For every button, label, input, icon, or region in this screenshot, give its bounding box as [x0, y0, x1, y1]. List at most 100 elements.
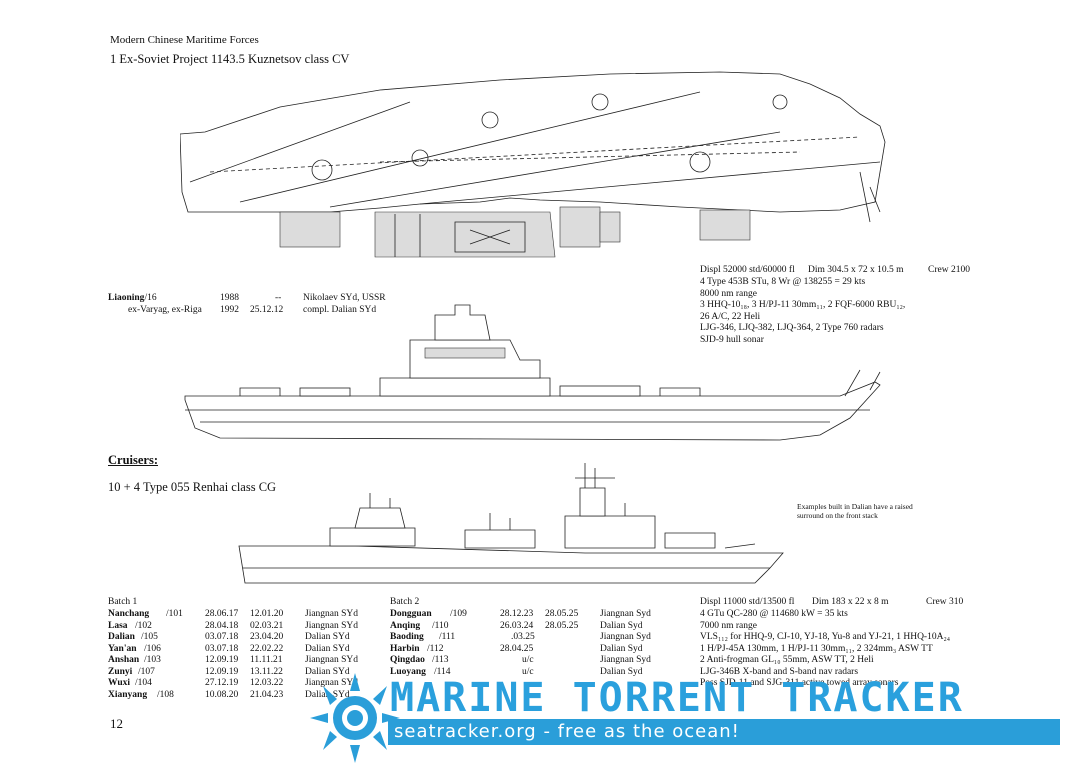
ship-pennant: /105 — [141, 632, 158, 642]
ship-pennant: /107 — [138, 666, 155, 677]
spec-line: 2 Anti-frogman GL₁₀ 55mm, ASW TT, 2 Heli — [700, 655, 874, 665]
ship-name: Zunyi — [108, 666, 133, 677]
ship-pennant: /103 — [144, 655, 161, 665]
cruisers-section-title: Cruisers: — [108, 453, 158, 467]
ship-name: Anshan — [108, 655, 140, 665]
laid-down-date: 12.09.19 — [205, 666, 239, 677]
ship-pennant: /106 — [144, 643, 161, 654]
laid-down-date: 03.07.18 — [205, 632, 239, 642]
shipyard: Jiangnan SYd — [305, 655, 359, 665]
ship-name: Nanchang — [108, 609, 150, 619]
shipyard: Jiangnan SYd — [305, 620, 359, 631]
commission-date: 11.11.21 — [250, 655, 283, 665]
ship-pennant: /108 — [157, 689, 174, 700]
carrier-class-heading: 1 Ex-Soviet Project 1143.5 Kuznetsov cla… — [110, 52, 350, 66]
carrier-year2: 1992 — [220, 305, 239, 315]
commission-date: 28.05.25 — [545, 620, 579, 631]
ship-pennant: /102 — [135, 620, 152, 631]
watermark-banner: seatracker.org - free as the ocean! — [388, 719, 1060, 745]
cruiser-specs: 4 GTu QC-280 @ 114680 kW = 35 kts 7000 n… — [700, 609, 950, 690]
commission-date: 12.01.20 — [250, 609, 284, 619]
page-number: 12 — [110, 716, 123, 731]
shipyard: Jiangnan Syd — [600, 655, 651, 665]
ship-name: Baoding — [390, 632, 424, 642]
carrier-displacement: Displ 52000 std/60000 fl — [700, 265, 795, 275]
commission-date: 22.02.22 — [250, 643, 284, 654]
shipyard: Jiangnan SYd — [305, 609, 359, 619]
cruiser-displacement: Displ 11000 std/13500 fl — [700, 597, 795, 607]
spec-line: LJG-346B X-band and S-band nav radars — [700, 666, 859, 677]
shipyard: Dalian Syd — [600, 620, 643, 631]
ship-name: Qingdao — [390, 655, 425, 665]
carrier-laid-down: 1988 — [220, 293, 239, 303]
shipyard: Jiangnan Syd — [600, 609, 651, 619]
ship-name: Luoyang — [390, 666, 426, 677]
shipyard: Dalian SYd — [305, 666, 350, 677]
carrier-name: Liaoning — [108, 293, 145, 303]
spec-line: 8000 nm range — [700, 288, 757, 299]
commission-date: 12.03.22 — [250, 678, 284, 688]
spec-line: Poss SJD-11 and SJG-311 active towed arr… — [700, 678, 899, 688]
laid-down-date: 28.06.17 — [205, 609, 239, 619]
laid-down-date: 28.04.18 — [205, 620, 239, 631]
carrier-profile-drawing — [184, 304, 881, 441]
ship-pennant: /113 — [432, 655, 449, 665]
sun-logo-icon — [310, 673, 400, 763]
laid-down-date: u/c — [522, 655, 534, 665]
shipyard: Jiangnan SYd — [305, 678, 359, 688]
commission-date: 21.04.23 — [250, 689, 284, 700]
carrier-plan-drawing — [180, 71, 886, 258]
ship-name: Harbin — [390, 643, 420, 654]
carrier-former-names: ex-Varyag, ex-Riga — [128, 305, 202, 315]
commission-date: 02.03.21 — [250, 620, 284, 631]
ship-pennant: /110 — [432, 620, 449, 631]
carrier-specs: 4 Type 453B STu, 8 Wr @ 138255 = 29 kts … — [700, 277, 905, 346]
cruiser-crew: Crew 310 — [926, 597, 964, 607]
carrier-completion-note: compl. Dalian SYd — [303, 305, 377, 315]
spec-line: 4 Type 453B STu, 8 Wr @ 138255 = 29 kts — [700, 277, 866, 287]
ship-pennant: /112 — [427, 643, 444, 654]
ship-pennant: /101 — [166, 609, 183, 619]
carrier-commissioned: -- — [275, 293, 282, 303]
carrier-date2: 25.12.12 — [250, 305, 284, 315]
ship-pennant: /109 — [450, 609, 467, 619]
carrier-dimensions: Dim 304.5 x 72 x 10.5 m — [808, 265, 904, 275]
carrier-row-1: Liaoning/16 — [108, 293, 157, 305]
table-row: Anshan/103 12.09.19 11.11.21 Jiangnan SYd — [108, 655, 388, 667]
ship-pennant: /111 — [439, 632, 456, 642]
batch1-label: Batch 1 — [108, 597, 138, 607]
laid-down-date: 28.12.23 — [500, 609, 534, 619]
spec-line: 7000 nm range — [700, 620, 757, 631]
batch2-label: Batch 2 — [390, 597, 420, 607]
watermark-title: MARINE TORRENT TRACKER — [390, 675, 964, 721]
ship-name: Lasa — [108, 620, 128, 631]
drawing-note: Examples built in Dalian have a raised s… — [797, 502, 913, 520]
spec-line: 26 A/C, 22 Heli — [700, 311, 761, 322]
spec-line: SJD-9 hull sonar — [700, 334, 764, 345]
spec-line: LJG-346, LJQ-382, LJQ-364, 2 Type 760 ra… — [700, 323, 884, 333]
laid-down-date: 26.03.24 — [500, 620, 534, 631]
shipyard: Dalian Syd — [600, 666, 643, 677]
table-row: Lasa/102 28.04.18 02.03.21 Jiangnan SYd — [108, 621, 388, 633]
laid-down-date: 12.09.19 — [205, 655, 239, 665]
ship-name: Anqing — [390, 620, 421, 631]
cruiser-class-heading: 10 + 4 Type 055 Renhai class CG — [108, 480, 277, 494]
commission-date: 23.04.20 — [250, 632, 284, 642]
ship-pennant: /104 — [135, 678, 152, 688]
spec-line: 3 HHQ-10₁₈, 3 H/PJ-11 30mm₁₁, 2 FQF-6000… — [700, 300, 906, 310]
cruiser-profile-drawing — [238, 463, 784, 584]
carrier-yard: Nikolaev SYd, USSR — [303, 293, 386, 303]
table-row: Nanchang/101 28.06.17 12.01.20 Jiangnan SYd — [108, 609, 388, 621]
carrier-crew: Crew 2100 — [928, 265, 970, 275]
table-row: Anqing/110 26.03.24 28.05.25 Dalian Syd — [390, 621, 690, 633]
book-title: Modern Chinese Maritime Forces — [110, 34, 259, 46]
shipyard: Dalian SYd — [305, 632, 350, 642]
laid-down-date: u/c — [522, 666, 534, 677]
carrier-pennant: /16 — [144, 293, 157, 303]
ship-name: Yan'an — [108, 643, 137, 654]
